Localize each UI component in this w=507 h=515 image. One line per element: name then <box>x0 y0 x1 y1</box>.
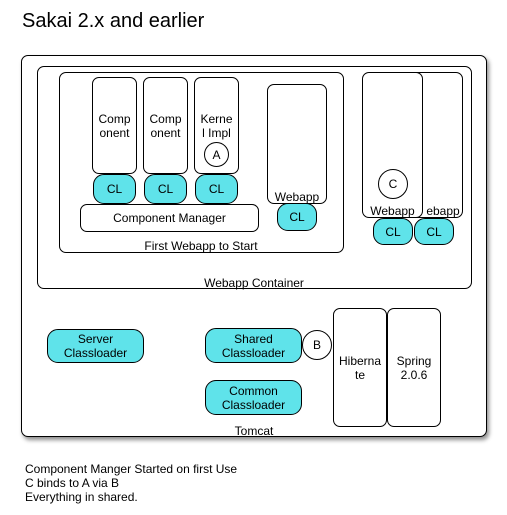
common-classloader: Common Classloader <box>205 380 302 415</box>
first-webapp-label: First Webapp to Start <box>144 239 258 253</box>
server-classloader: Server Classloader <box>47 329 144 363</box>
circle-c: C <box>378 169 408 199</box>
shared-classloader-label: Shared Classloader <box>221 331 286 360</box>
webapp-right-front-label: Webapp <box>370 204 415 218</box>
component-label-1: Comp onent <box>98 111 131 140</box>
note-line-2: C binds to A via B <box>25 476 120 490</box>
common-classloader-label: Common Classloader <box>221 383 286 412</box>
tomcat-label: Tomcat <box>234 424 274 438</box>
server-classloader-label: Server Classloader <box>63 332 128 360</box>
component-box-2: Comp onent <box>143 77 188 174</box>
webapp-right-back-label: ebapp <box>426 204 460 218</box>
note-line-1: Component Manger Started on first Use <box>25 462 238 476</box>
webapp-container-label: Webapp Container <box>204 276 304 290</box>
kernel-impl-label: Kerne l Impl <box>200 112 233 140</box>
webapp-label: Webapp <box>274 190 320 204</box>
webapp-cl: CL <box>277 203 317 231</box>
shared-classloader: Shared Classloader <box>205 328 302 363</box>
hibernate-label: Hiberna te <box>338 353 382 382</box>
circle-b: B <box>302 330 332 360</box>
note-line-3: Everything in shared. <box>25 490 138 504</box>
kernel-cl: CL <box>195 174 238 204</box>
component-label-2: Comp onent <box>149 111 182 140</box>
component-cl-1: CL <box>93 174 136 204</box>
component-box-1: Comp onent <box>92 77 137 174</box>
spring-label: Spring 2.0.6 <box>396 353 432 382</box>
circle-a: A <box>204 142 229 167</box>
hibernate-box: Hiberna te <box>333 308 387 427</box>
component-manager-box: Component Manager <box>80 204 259 232</box>
component-cl-2: CL <box>144 174 187 204</box>
page-title: Sakai 2.x and earlier <box>22 10 205 32</box>
webapp-box <box>267 84 327 204</box>
spring-box: Spring 2.0.6 <box>387 308 441 427</box>
component-manager-label: Component Manager <box>113 211 226 225</box>
notes: Component Manger Started on first Use C … <box>25 462 237 504</box>
webapp-right-cl-2: CL <box>414 218 454 245</box>
webapp-right-cl-1: CL <box>373 218 413 245</box>
